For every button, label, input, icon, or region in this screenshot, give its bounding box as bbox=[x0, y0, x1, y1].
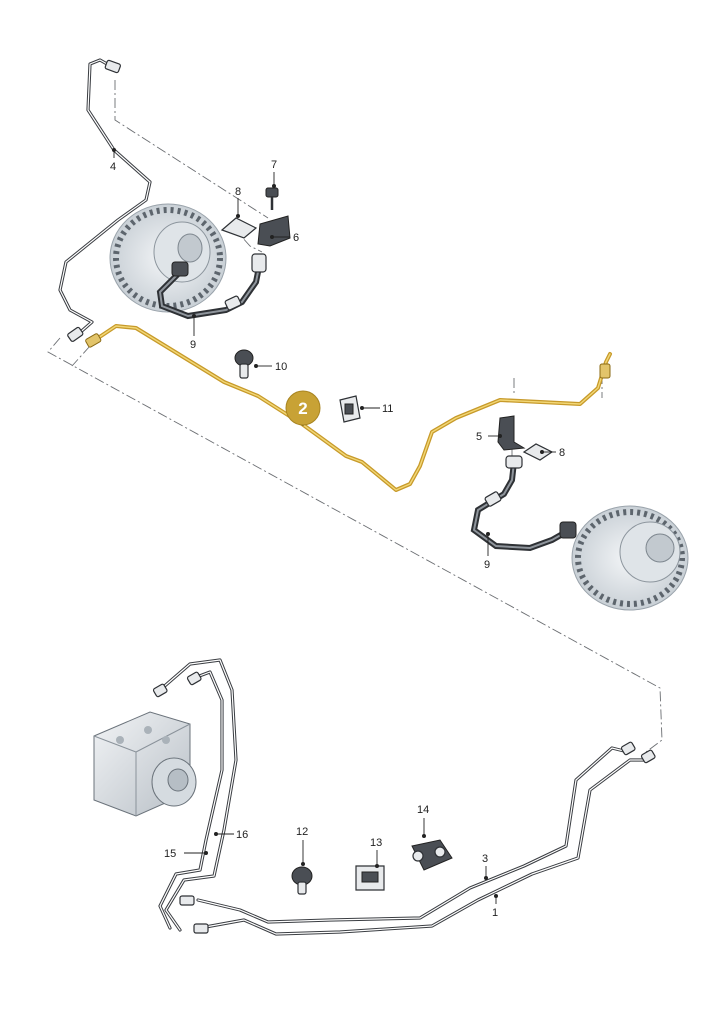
brake-hose-9-upper bbox=[156, 253, 267, 320]
leaders bbox=[112, 148, 556, 904]
callout-16: 16 bbox=[236, 829, 248, 841]
callout-14: 14 bbox=[417, 804, 429, 816]
clip-8-upper bbox=[220, 217, 258, 239]
brake-disc-right bbox=[571, 505, 689, 611]
callout-12: 12 bbox=[296, 826, 308, 838]
badge-label: 2 bbox=[298, 399, 307, 418]
callout-8-upper: 8 bbox=[235, 186, 241, 198]
callout-13: 13 bbox=[370, 837, 382, 849]
clip-13 bbox=[355, 865, 385, 891]
brake-disc-left bbox=[109, 203, 227, 313]
brake-hose-9-lower bbox=[470, 455, 577, 552]
callout-9-upper: 9 bbox=[190, 339, 196, 351]
clip-11 bbox=[339, 395, 361, 423]
brake-pipe-4 bbox=[58, 58, 152, 342]
callout-10: 10 bbox=[275, 361, 287, 373]
bolt-7 bbox=[265, 187, 279, 210]
bracket-5 bbox=[497, 415, 526, 451]
brake-pipe-1-3 bbox=[179, 741, 656, 936]
callout-6: 6 bbox=[293, 232, 299, 244]
callout-1: 1 bbox=[492, 907, 498, 919]
callout-labels: 4 7 8 6 9 10 11 5 8 9 16 15 12 13 14 3 1 bbox=[110, 159, 565, 919]
callout-8-lower: 8 bbox=[559, 447, 565, 459]
clip-10 bbox=[234, 349, 254, 379]
highlight-badge-2[interactable]: 2 bbox=[285, 390, 321, 426]
callout-11: 11 bbox=[382, 403, 393, 415]
clip-14 bbox=[411, 839, 453, 871]
brake-pipe-2-highlighted[interactable] bbox=[85, 324, 612, 492]
brake-pipe-15-16 bbox=[152, 658, 238, 932]
clip-12 bbox=[291, 866, 313, 895]
callout-4: 4 bbox=[110, 161, 116, 173]
callout-3: 3 bbox=[482, 853, 488, 865]
bracket-6 bbox=[257, 215, 291, 247]
callout-7: 7 bbox=[271, 159, 277, 171]
callout-15: 15 bbox=[164, 848, 176, 860]
abs-unit bbox=[93, 711, 197, 817]
callout-5: 5 bbox=[476, 431, 482, 443]
callout-9-lower: 9 bbox=[484, 559, 490, 571]
